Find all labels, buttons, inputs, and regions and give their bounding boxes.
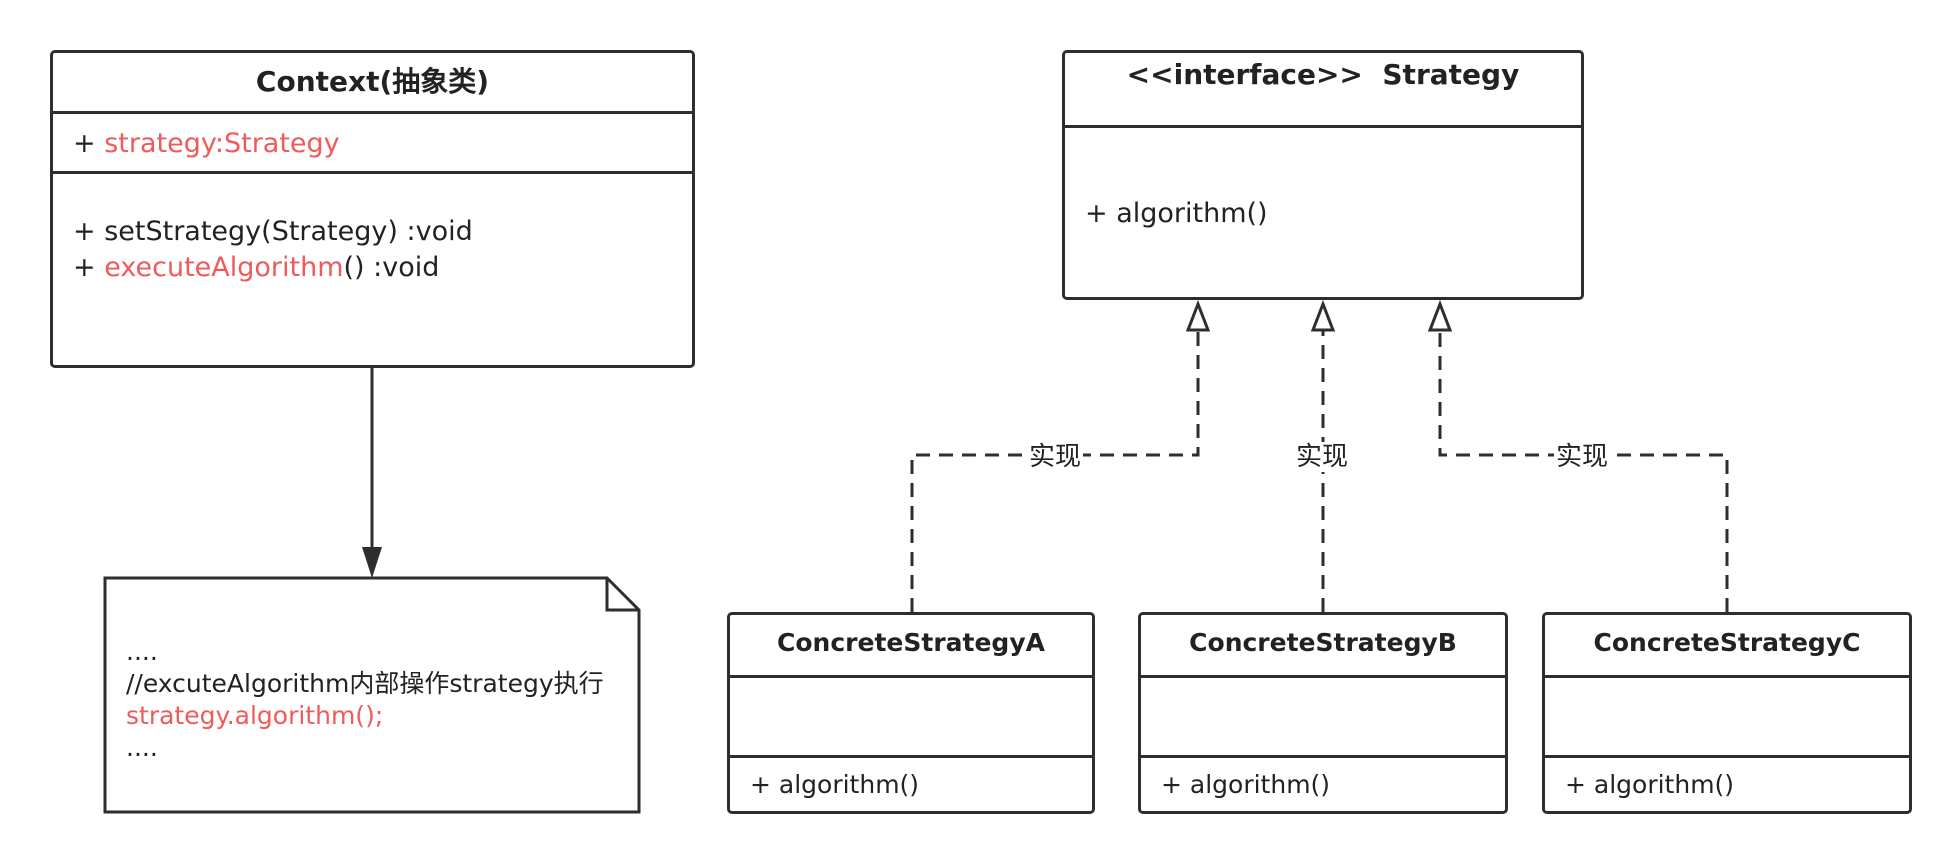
realize-arrowhead-a: [1185, 299, 1211, 332]
concrete-strategy-b: ConcreteStrategyB + algorithm(): [1138, 612, 1508, 814]
method-name-execute: executeAlgorithm: [104, 252, 344, 283]
realize-arrowhead-b: [1310, 299, 1336, 332]
method-visibility: +: [73, 252, 105, 283]
context-methods: + setStrategy(Strategy) :void + executeA…: [53, 171, 692, 365]
concrete-c-methods: + algorithm(): [1545, 755, 1909, 811]
concrete-strategy-c-title: ConcreteStrategyC: [1593, 628, 1861, 657]
note-line-2: //excuteAlgorithm内部操作strategy执行: [126, 669, 604, 698]
concrete-b-methods: + algorithm(): [1141, 755, 1505, 811]
context-class: Context(抽象类) + strategy:Strategy + setSt…: [50, 50, 695, 368]
context-note-arrowhead: [362, 547, 382, 578]
method-set-strategy: + setStrategy(Strategy) :void: [73, 216, 473, 247]
note-shape: [103, 576, 641, 814]
concrete-strategy-a-title: ConcreteStrategyA: [777, 628, 1045, 657]
realize-arrowhead-c: [1427, 299, 1453, 332]
method-execute-algorithm: + executeAlgorithm() :void: [73, 252, 439, 283]
strategy-method: + algorithm(): [1085, 198, 1268, 229]
attribute-strategy: strategy:Strategy: [104, 128, 340, 159]
method-signature: () :void: [343, 252, 440, 283]
concrete-b-method: + algorithm(): [1161, 770, 1331, 799]
note-line-3: strategy.algorithm();: [126, 701, 384, 730]
concrete-b-attributes: [1141, 675, 1505, 755]
concrete-c-method: + algorithm(): [1565, 770, 1735, 799]
realize-label-a: 实现: [1027, 442, 1084, 472]
strategy-interface: <<interface>> Strategy + algorithm(): [1062, 50, 1584, 300]
concrete-strategy-b-title: ConcreteStrategyB: [1189, 628, 1457, 657]
strategy-interface-body: + algorithm(): [1065, 125, 1581, 297]
note-line-1: ....: [126, 637, 158, 666]
note-fold: [605, 578, 639, 612]
attribute-visibility: +: [73, 128, 105, 159]
context-attribute: + strategy:Strategy: [73, 128, 340, 159]
concrete-c-attributes: [1545, 675, 1909, 755]
concrete-strategy-c: ConcreteStrategyC + algorithm(): [1542, 612, 1912, 814]
concrete-a-method: + algorithm(): [750, 770, 920, 799]
context-class-title: Context(抽象类): [255, 65, 490, 98]
note-text: .... //excuteAlgorithm内部操作strategy执行 str…: [126, 636, 604, 764]
realize-label-c: 实现: [1554, 442, 1611, 472]
concrete-a-attributes: [730, 675, 1092, 755]
strategy-interface-title: <<interface>> Strategy: [1126, 58, 1520, 91]
context-attributes: + strategy:Strategy: [53, 111, 692, 171]
note-line-4: ....: [126, 733, 158, 762]
concrete-strategy-a: ConcreteStrategyA + algorithm(): [727, 612, 1095, 814]
realize-label-b: 实现: [1294, 442, 1351, 472]
concrete-a-methods: + algorithm(): [730, 755, 1092, 811]
